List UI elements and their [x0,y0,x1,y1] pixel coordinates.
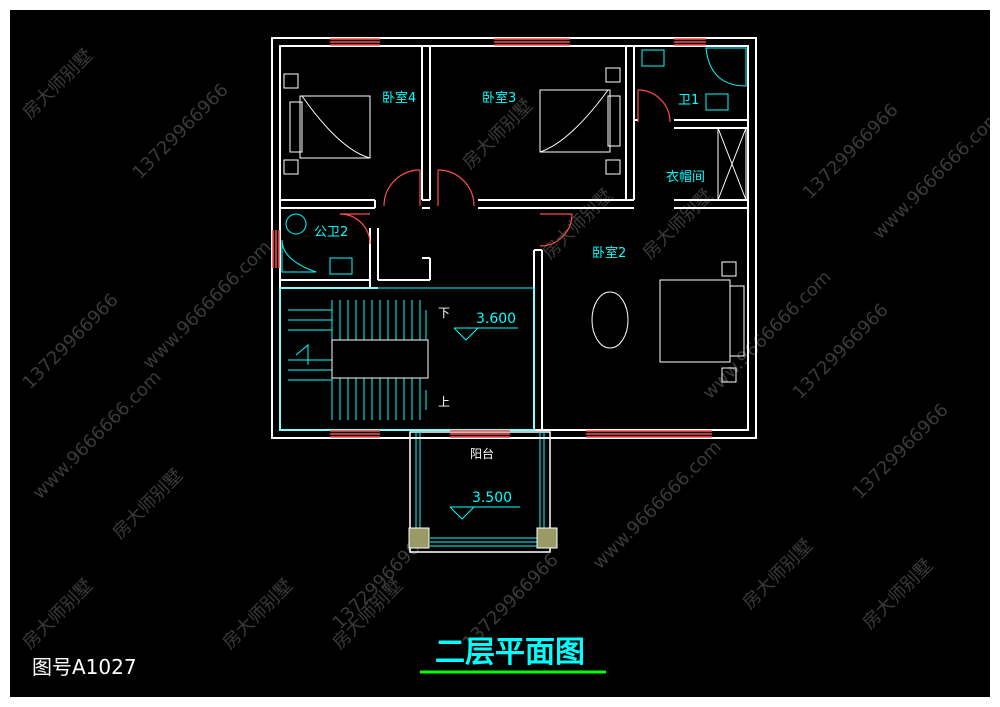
door-bedroom3 [437,169,475,207]
windows [272,38,712,438]
staircase [288,300,429,420]
balcony-column-right [536,527,558,549]
interior-walls [279,46,748,431]
drawing-number: 图号A1027 [32,655,137,679]
window-bedroom2 [586,430,712,438]
stair-down-label: 下 [438,306,450,320]
closet-cabinet [717,127,747,201]
watermark-brand: 房大师别墅 [19,45,97,123]
drawing-title: 二层平面图 [435,635,585,670]
door-bathroom1 [637,89,671,123]
door-public-bath2 [339,213,371,245]
watermark-phone: 13729966966 [19,290,123,394]
label-bedroom4: 卧室4 [382,90,416,106]
bed-bedroom3 [539,67,621,175]
watermark-site: www.9666666.com [139,237,276,374]
balcony-elevation-text: 3.500 [472,490,512,506]
cad-canvas: 房大师别墅 房大师别墅 房大师别墅 房大师别墅 房大师别墅 房大师别墅 房大师别… [10,10,1000,697]
watermark-layer: 房大师别墅 房大师别墅 房大师别墅 房大师别墅 房大师别墅 房大师别墅 房大师别… [19,45,1000,653]
window-bathroom1 [674,38,706,46]
label-public-bath2: 公卫2 [314,225,348,240]
balcony-column-left [408,527,430,549]
watermark-phone: 13729966966 [789,300,893,404]
watermark-brand: 房大师别墅 [219,575,297,653]
shower-public-bath2 [281,213,353,275]
window-balcony-door [450,430,510,438]
label-bathroom1: 卫1 [678,93,699,108]
stair-up-label: 上 [438,395,450,409]
balcony-elevation-mark: 3.500 [449,490,520,520]
doors [339,89,671,247]
balcony-outline [409,431,551,553]
watermark-brand: 房大师别墅 [859,555,937,633]
watermark-phone: 13729966966 [849,400,953,504]
watermark-brand: 房大师别墅 [459,95,537,173]
watermark-brand: 房大师别墅 [739,535,817,613]
balcony-label: 阳台 [470,446,494,461]
fixtures [281,47,747,383]
window-bedroom3 [494,38,570,46]
label-closet: 衣帽间 [666,169,705,185]
bed-bedroom4 [283,73,371,175]
room-labels: 卧室4 卧室3 卫1 衣帽间 公卫2 卧室2 [314,90,705,261]
watermark-brand: 房大师别墅 [639,185,717,263]
watermark-phone: 13729966966 [129,80,233,184]
watermark-phone: 13729966966 [799,100,903,204]
door-bedroom4 [383,169,421,207]
floor-plan: 房大师别墅 房大师别墅 房大师别墅 房大师别墅 房大师别墅 房大师别墅 房大师别… [19,37,1000,679]
watermark-site: www.9666666.com [589,437,726,574]
balcony: 阳台 3.500 [408,431,558,553]
label-bedroom3: 卧室3 [482,90,516,106]
floor-elevation-mark: 3.600 [453,311,518,341]
bed-bedroom2 [591,261,745,383]
watermark-site: www.9666666.com [29,367,166,504]
window-public-bath2 [272,230,280,268]
window-bedroom4 [330,38,380,46]
watermark-brand: 房大师别墅 [19,575,97,653]
floor-elevation-text: 3.600 [476,311,516,327]
label-bedroom2: 卧室2 [592,245,626,261]
watermark-brand: 房大师别墅 [109,465,187,543]
door-bedroom2 [539,213,573,247]
balcony-railing [415,432,545,547]
window-stair [330,430,380,438]
shower-bathroom1 [641,47,747,111]
